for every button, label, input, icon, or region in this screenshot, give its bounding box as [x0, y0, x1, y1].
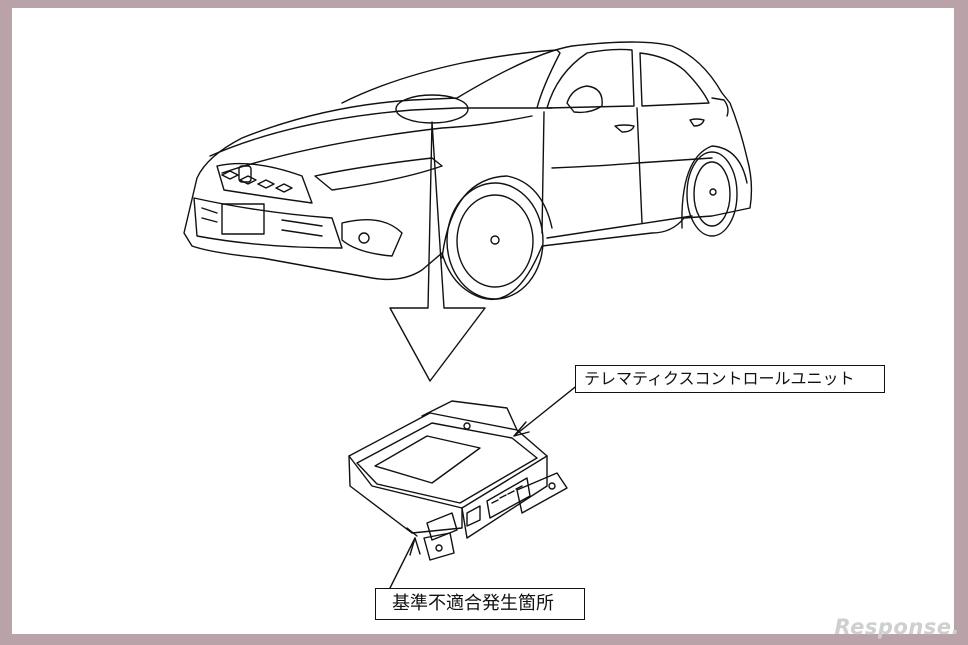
car-illustration: [183, 41, 753, 300]
defect-leader-arrowhead: [409, 537, 421, 556]
diagram-frame: テレマティクスコントロールユニット 基準不適合発生箇所: [12, 8, 954, 634]
unit-leader-arrowhead: [513, 421, 530, 437]
watermark-logo: Response.: [834, 615, 960, 639]
down-arrow: [389, 121, 486, 382]
defect-location-label: 基準不適合発生箇所: [375, 588, 585, 620]
unit-leader-line: [513, 379, 585, 437]
unit-label: テレマティクスコントロールユニット: [575, 365, 885, 393]
telematics-control-unit: [348, 400, 568, 561]
recall-diagram: [183, 41, 753, 599]
